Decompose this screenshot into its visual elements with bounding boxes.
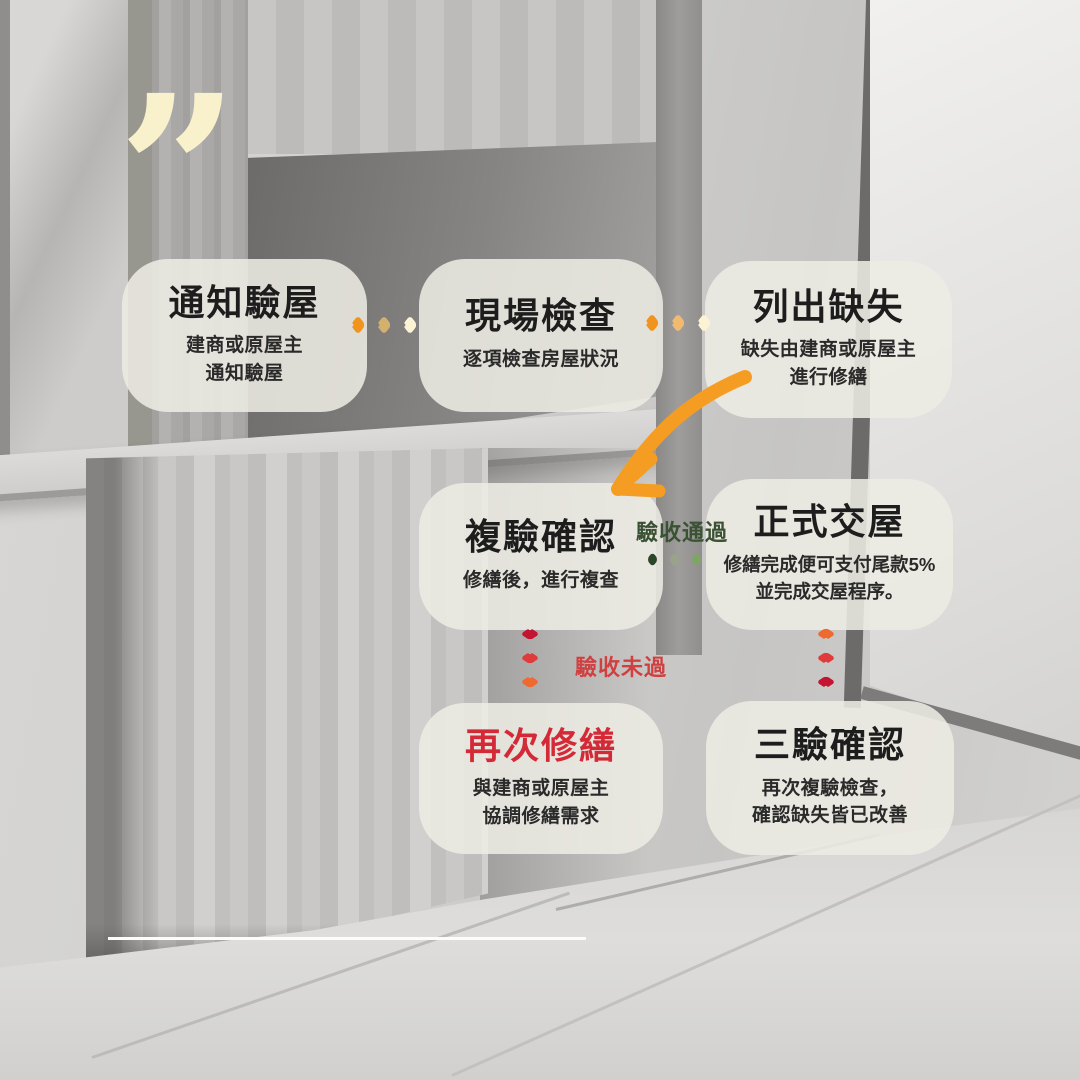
chevron-up-icon (816, 651, 836, 665)
step-title: 正式交屋 (753, 501, 906, 544)
flow-arrow-retry (816, 627, 857, 707)
curved-arrow-icon (611, 370, 752, 498)
step-desc: 再次複驗檢查， 確認缺失皆已改善 (751, 777, 908, 827)
step-card-site-inspection: 現場檢查 逐項檢查房屋狀況 (419, 259, 663, 412)
step-title: 通知驗屋 (168, 281, 321, 324)
chevron-right-icon (350, 315, 366, 335)
step-desc: 缺失由建商或原屋主 進行修繕 (740, 339, 917, 388)
step-desc: 修繕完成便可支付尾款5% 並完成交屋程序。 (723, 553, 936, 602)
chevron-down-icon (520, 651, 540, 665)
step-card-list-defects: 列出缺失 缺失由建商或原屋主 進行修繕 (705, 261, 952, 418)
quote-icon: ” (118, 49, 239, 296)
step-desc: 與建商或原屋主 協調修繕需求 (472, 778, 610, 827)
photo-cabinet-side (656, 0, 702, 655)
fail-label: 驗收未過 (575, 655, 668, 680)
step-desc: 建商或原屋主 通知驗屋 (185, 335, 303, 384)
chevron-up-icon (816, 627, 836, 641)
chevron-right-icon (402, 315, 418, 335)
photo-upper-cabinet (248, 0, 660, 154)
chevron-right-icon (644, 313, 660, 333)
step-desc: 修繕後，進行複查 (462, 570, 619, 592)
chevron-down-icon (520, 627, 540, 641)
pass-label: 驗收通過 (636, 520, 729, 545)
chevron-right-icon (668, 551, 681, 568)
step-card-reinspection: 複驗確認 修繕後，進行複查 (419, 483, 663, 630)
step-title: 再次修繕 (464, 724, 617, 767)
flow-arrow-pass (646, 550, 727, 584)
step-card-handover: 正式交屋 修繕完成便可支付尾款5% 並完成交屋程序。 (706, 479, 953, 630)
chevron-up-icon (816, 675, 836, 689)
chevron-right-icon (696, 313, 712, 333)
flow-arrow-step2-to-step3 (644, 312, 737, 350)
step-desc: 逐項檢查房屋狀況 (462, 349, 619, 371)
step-title: 列出缺失 (752, 285, 905, 328)
chevron-right-icon (690, 551, 703, 568)
step-title: 三驗確認 (753, 724, 906, 767)
flow-arrow-fail (520, 627, 561, 707)
step-title: 複驗確認 (464, 516, 617, 559)
chevron-right-icon (646, 551, 659, 568)
step-card-notify: 通知驗屋 建商或原屋主 通知驗屋 (122, 259, 367, 412)
chevron-right-icon (670, 313, 686, 333)
step-card-repair-again: 再次修繕 與建商或原屋主 協調修繕需求 (419, 703, 663, 854)
step-card-third-inspection: 三驗確認 再次複驗檢查， 確認缺失皆已改善 (706, 701, 954, 855)
chevron-down-icon (520, 675, 540, 689)
chevron-right-icon (376, 315, 392, 335)
divider-line (108, 937, 586, 940)
flow-arrow-step1-to-step2 (350, 314, 443, 352)
step-title: 現場檢查 (464, 295, 617, 338)
